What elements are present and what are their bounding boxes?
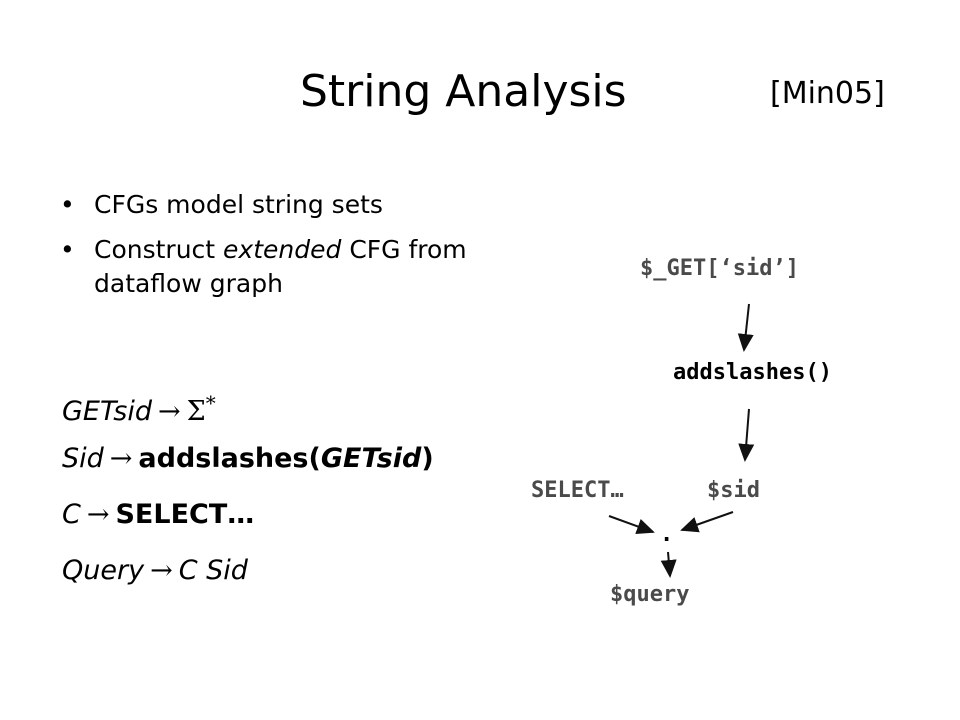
edge-select-to-concat	[608, 515, 655, 535]
rule-sid: Sid→addslashes(GETsid)	[62, 444, 522, 500]
production-arrow-icon: →	[109, 443, 133, 474]
rule-lhs: Query	[62, 555, 145, 586]
slide-title: String Analysis	[300, 66, 627, 117]
bullet-item-cfgs: • CFGs model string sets	[58, 188, 498, 222]
rule-function: addslashes(	[138, 443, 321, 474]
node-concat-operator: .	[660, 522, 674, 547]
node-get-sid: $_GET[‘sid’]	[640, 256, 799, 281]
bullet-item-construct: • Construct extended CFG from dataflow g…	[58, 233, 498, 301]
sigma-symbol: Σ	[186, 396, 206, 427]
rule-lhs: C	[62, 499, 81, 530]
edge-addslashes-to-sid	[738, 408, 755, 462]
node-addslashes: addslashes()	[673, 360, 832, 385]
edge-sid-to-concat	[680, 511, 734, 533]
rule-rhs: C Sid	[178, 555, 248, 586]
rule-c: C→SELECT…	[62, 500, 522, 556]
bullet-text-prefix: Construct	[94, 235, 224, 264]
bullet-text-emphasis: extended	[223, 235, 342, 264]
rule-lhs: GETsid	[62, 396, 152, 427]
rule-getsid: GETsid→Σ*	[62, 388, 522, 444]
node-select: SELECT…	[531, 478, 624, 503]
rule-rhs: SELECT…	[115, 499, 255, 530]
bullet-dot-icon: •	[60, 235, 75, 264]
edge-concat-to-query	[660, 551, 677, 578]
rule-query: Query→C Sid	[62, 556, 522, 612]
rule-close-paren: )	[421, 443, 434, 474]
kleene-star: *	[205, 391, 216, 415]
production-arrow-icon: →	[150, 555, 173, 586]
citation-label: [Min05]	[770, 76, 885, 111]
grammar-rules: GETsid→Σ* Sid→addslashes(GETsid) C→SELEC…	[62, 388, 522, 612]
edge-get-to-addslashes	[737, 303, 754, 352]
production-arrow-icon: →	[86, 499, 110, 530]
bullet-dot-icon: •	[60, 190, 75, 219]
bullet-text-suffix: CFG from dataflow graph	[94, 235, 467, 298]
node-sid: $sid	[707, 478, 760, 503]
node-query: $query	[610, 582, 690, 607]
production-arrow-icon: →	[157, 396, 181, 427]
bullet-text: CFGs model string sets	[94, 190, 383, 219]
rule-argument: GETsid	[320, 443, 422, 474]
rule-lhs: Sid	[62, 443, 104, 474]
bullet-list: • CFGs model string sets • Construct ext…	[58, 188, 498, 312]
